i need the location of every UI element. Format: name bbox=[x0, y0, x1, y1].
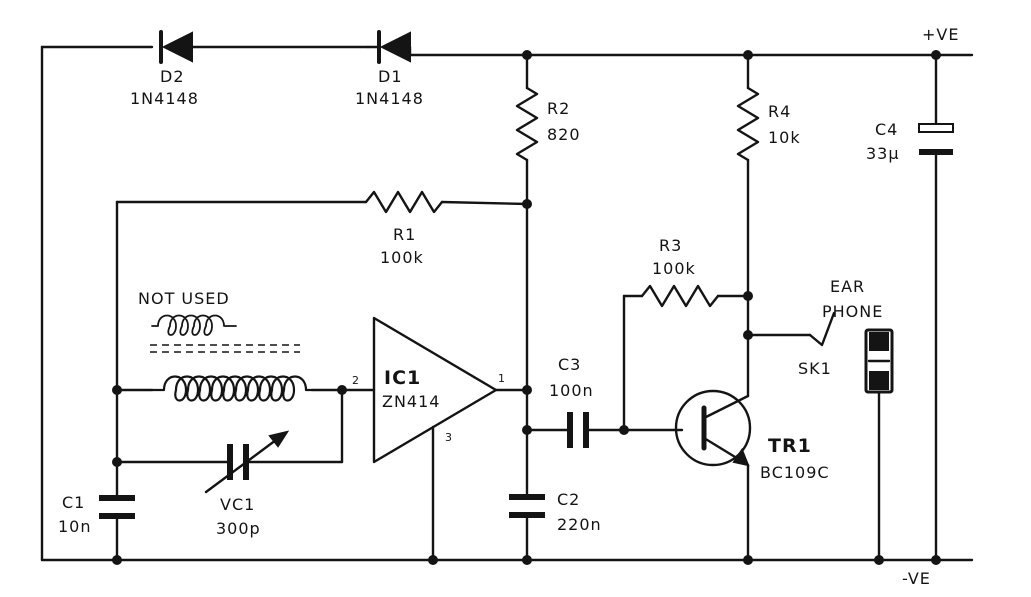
capacitor-c1 bbox=[99, 495, 135, 562]
r4-ref-label: R4 bbox=[768, 102, 791, 121]
d1-ref-label: D1 bbox=[378, 67, 403, 86]
c2-ref-label: C2 bbox=[557, 490, 580, 509]
earphone-socket-sk1 bbox=[746, 311, 894, 562]
r1-ref-label: R1 bbox=[393, 225, 416, 244]
c3-value-label: 100n bbox=[549, 381, 594, 400]
ic1-ref-label: IC1 bbox=[384, 367, 421, 389]
c1-ref-label: C1 bbox=[62, 493, 85, 512]
ic1-pin1-label: 1 bbox=[498, 372, 506, 385]
resistor-r2 bbox=[515, 53, 539, 207]
c3-ref-label: C3 bbox=[558, 355, 581, 374]
earphone-label-line2: PHONE bbox=[822, 302, 883, 321]
tr1-part-label: BC109C bbox=[760, 463, 830, 482]
resistor-r3 bbox=[622, 284, 750, 432]
diode-d1 bbox=[366, 30, 412, 64]
variable-capacitor-vc1 bbox=[115, 388, 344, 494]
ic1-pin2-label: 2 bbox=[352, 374, 360, 387]
coil-not-used-label: NOT USED bbox=[138, 289, 230, 308]
unused-coil bbox=[151, 314, 237, 336]
vc1-ref-label: VC1 bbox=[220, 495, 255, 514]
d1-value-label: 1N4148 bbox=[355, 89, 424, 108]
capacitor-c2 bbox=[509, 494, 545, 562]
c1-value-label: 10n bbox=[58, 517, 92, 536]
junction-dots bbox=[112, 50, 941, 565]
capacitor-c3 bbox=[525, 412, 684, 448]
d2-ref-label: D2 bbox=[160, 67, 185, 86]
positive-rail-label: +VE bbox=[922, 25, 959, 44]
negative-rail-label: -VE bbox=[902, 569, 931, 588]
earphone-label-line1: EAR bbox=[830, 277, 865, 296]
transistor-tr1 bbox=[674, 389, 752, 562]
c4-ref-label: C4 bbox=[875, 120, 898, 139]
ic1-pin3-label: 3 bbox=[445, 431, 453, 444]
tuning-coil bbox=[115, 375, 376, 402]
d2-value-label: 1N4148 bbox=[130, 89, 199, 108]
r2-value-label: 820 bbox=[547, 125, 581, 144]
vc1-value-label: 300p bbox=[216, 519, 261, 538]
r3-value-label: 100k bbox=[652, 259, 696, 278]
resistor-r4 bbox=[736, 53, 760, 398]
ic1-part-label: ZN414 bbox=[382, 392, 440, 411]
positive-rail bbox=[40, 45, 974, 57]
ic1-amplifier bbox=[372, 316, 529, 562]
r4-value-label: 10k bbox=[768, 128, 801, 147]
tr1-ref-label: TR1 bbox=[768, 435, 812, 457]
resistor-r1 bbox=[115, 190, 529, 214]
r1-value-label: 100k bbox=[380, 248, 424, 267]
diode-d2 bbox=[159, 30, 193, 64]
sk1-ref-label: SK1 bbox=[798, 359, 832, 378]
ferrite-core bbox=[150, 344, 300, 353]
c4-value-label: 33μ bbox=[866, 144, 900, 163]
capacitor-c4 bbox=[918, 53, 954, 562]
r2-ref-label: R2 bbox=[547, 99, 570, 118]
c2-value-label: 220n bbox=[557, 515, 602, 534]
r3-ref-label: R3 bbox=[659, 236, 682, 255]
